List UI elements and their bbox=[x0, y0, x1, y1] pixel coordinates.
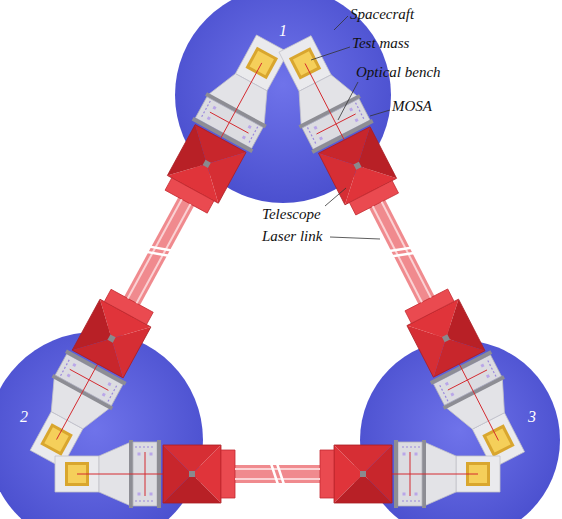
beam-break bbox=[145, 252, 170, 256]
telescope-tube bbox=[221, 450, 235, 498]
leader-line bbox=[330, 237, 380, 239]
spacecraft-disc-fill bbox=[175, 0, 391, 203]
spacecraft-label: Spacecraft bbox=[350, 6, 414, 23]
laser-link bbox=[360, 171, 447, 341]
test-mass-label: Test mass bbox=[352, 35, 409, 52]
beam-stripe bbox=[235, 468, 320, 470]
beam-stripe bbox=[382, 202, 431, 298]
beam-break bbox=[388, 247, 413, 251]
beam-stripe bbox=[128, 199, 182, 298]
telescope-tube bbox=[405, 289, 454, 323]
telescope-tube bbox=[165, 178, 214, 213]
beam-detail bbox=[235, 462, 320, 486]
telescope-tube bbox=[320, 450, 334, 498]
mosa-label: MOSA bbox=[392, 98, 432, 115]
beam-detail bbox=[128, 199, 191, 303]
laser-link bbox=[114, 169, 204, 334]
spacecraft-disc-fill bbox=[0, 332, 203, 519]
beam-stripe bbox=[137, 204, 191, 303]
spacecraft: 3 bbox=[360, 340, 560, 519]
beam-break bbox=[391, 253, 416, 257]
spacecraft-disc bbox=[0, 332, 203, 519]
telescope-tube bbox=[104, 289, 153, 324]
spacecraft-number: 1 bbox=[279, 22, 287, 40]
optical-bench-label: Optical bench bbox=[356, 64, 441, 81]
telescope-facet bbox=[100, 299, 151, 338]
spacecraft: 1 bbox=[175, 0, 391, 203]
laser-link-label: Laser link bbox=[262, 228, 322, 245]
laser-link bbox=[198, 465, 366, 483]
beam-stripe bbox=[373, 206, 422, 302]
telescope-secondary bbox=[360, 471, 366, 477]
telescope-facet bbox=[407, 299, 459, 338]
spacecraft: 2 bbox=[0, 332, 203, 519]
spacecraft-number: 2 bbox=[20, 408, 28, 426]
beam-break bbox=[271, 462, 279, 486]
beam-stripe bbox=[235, 478, 320, 480]
spacecraft-number: 3 bbox=[528, 408, 536, 426]
beam-break bbox=[277, 462, 285, 486]
beam-detail bbox=[373, 202, 431, 302]
telescope-label: Telescope bbox=[262, 206, 321, 223]
beam-break bbox=[148, 246, 173, 250]
spacecraft-disc bbox=[360, 340, 560, 519]
spacecraft-disc-fill bbox=[360, 340, 560, 519]
telescope-facet bbox=[334, 445, 363, 503]
telescope-tube bbox=[349, 181, 398, 215]
